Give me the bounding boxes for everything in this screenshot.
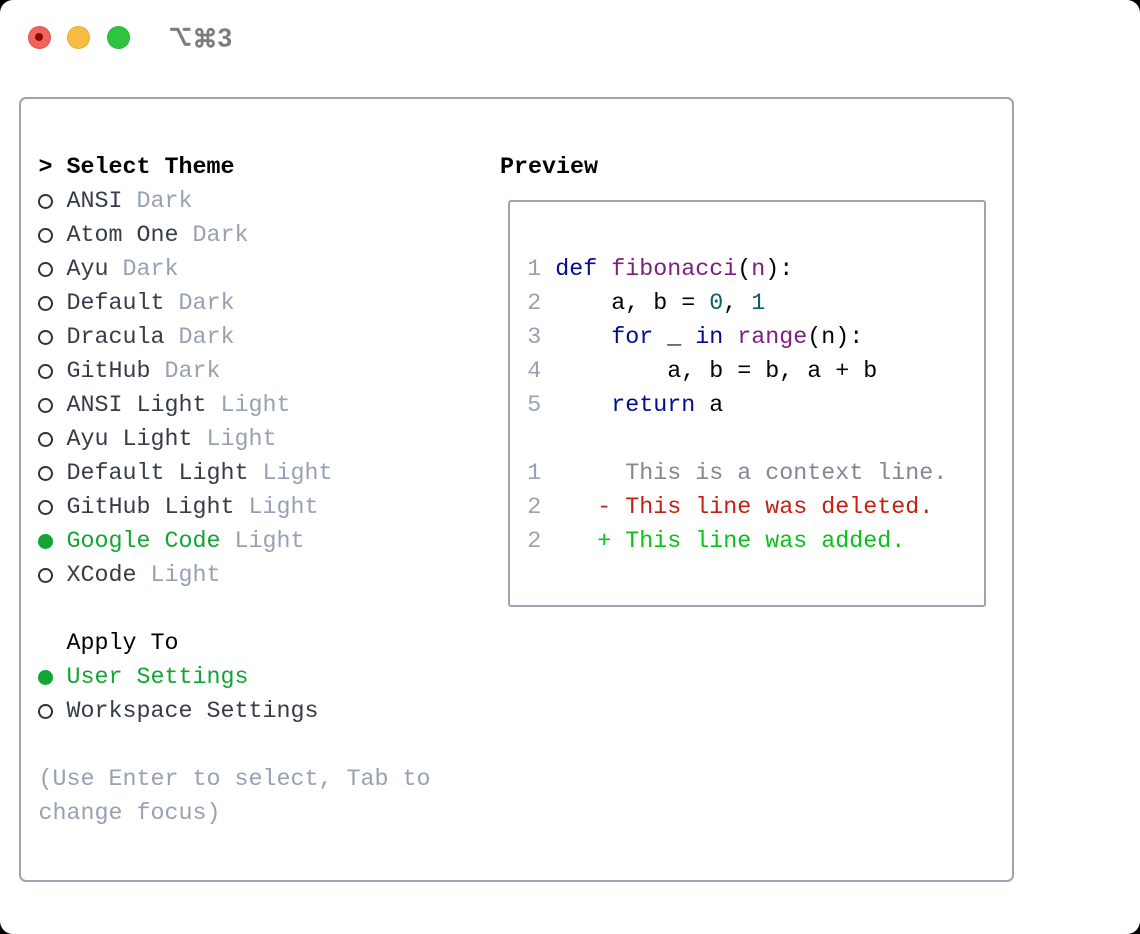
svg-text:3: 3 (218, 23, 232, 53)
